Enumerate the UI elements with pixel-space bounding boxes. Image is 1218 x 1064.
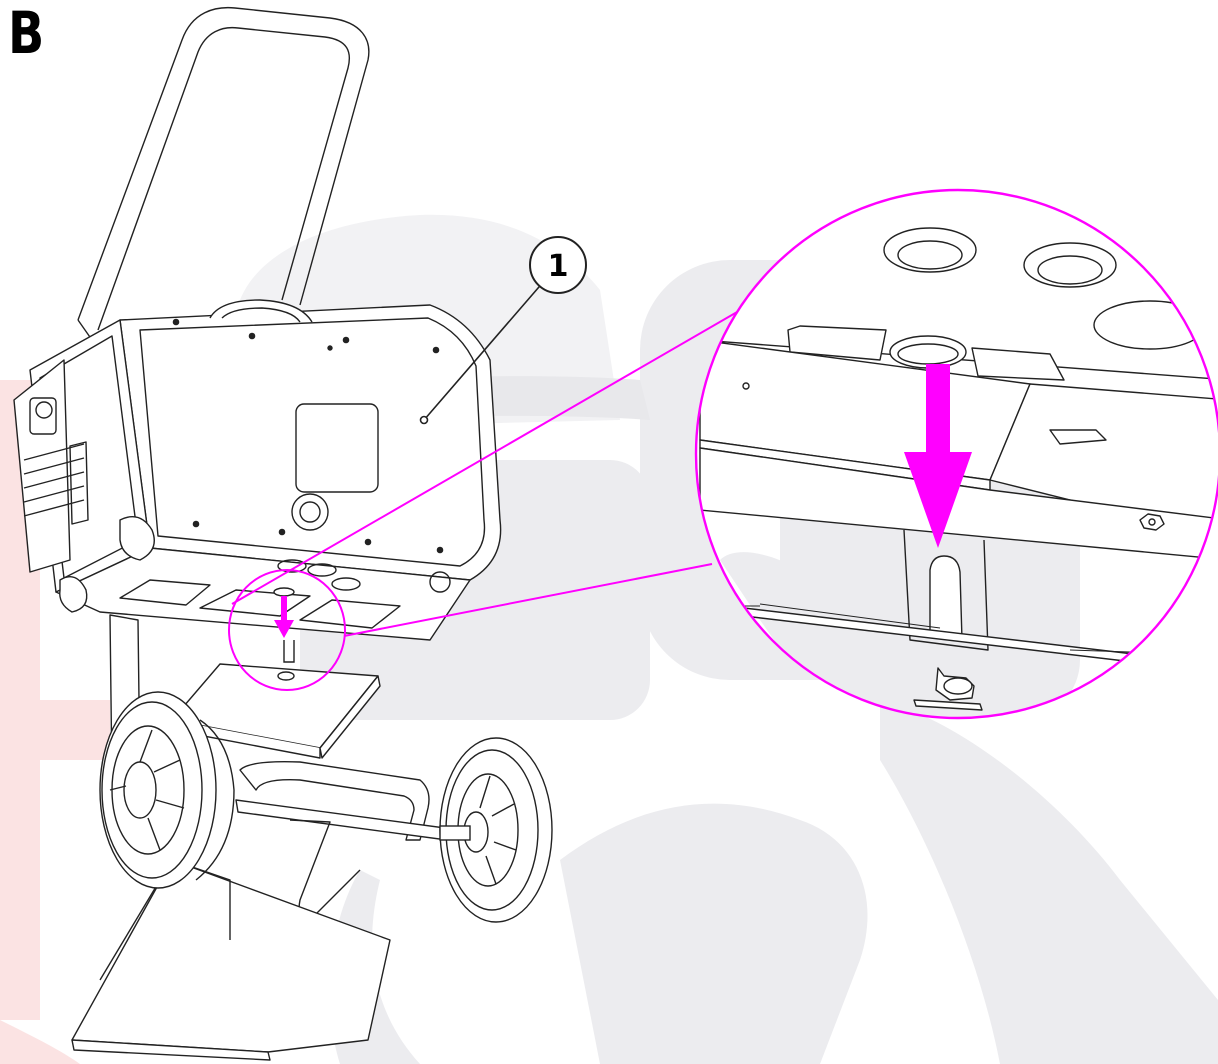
right-wheel	[439, 737, 553, 923]
step-label: B	[8, 0, 44, 67]
down-arrow-icon	[274, 596, 294, 638]
welding-machine	[13, 299, 502, 641]
magnifier-circle	[694, 188, 1218, 720]
leader-line	[231, 307, 745, 637]
callout-number: 1	[548, 249, 569, 284]
magnifier-circle-small	[228, 569, 346, 691]
down-arrow-icon	[904, 364, 972, 548]
callout-1: 1	[419, 236, 587, 425]
left-wheel	[99, 691, 235, 889]
